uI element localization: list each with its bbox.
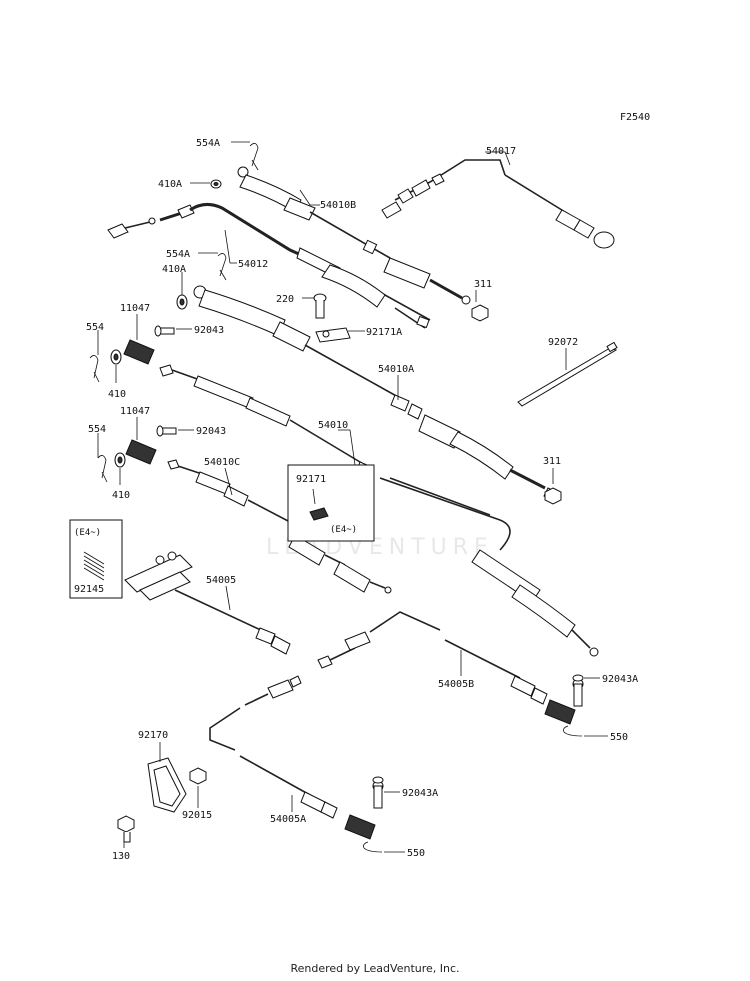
pin-554A-top — [249, 143, 259, 171]
cable-54010C — [167, 459, 392, 594]
cable-54017 — [381, 159, 615, 249]
callout-54010A: 54010A — [378, 364, 414, 375]
callout-550-bottom: 550 — [407, 848, 425, 859]
leader-lines — [97, 141, 608, 853]
cable-54012 — [107, 203, 431, 329]
callout-92170: 92170 — [138, 730, 168, 741]
callout-554-top: 554 — [86, 322, 104, 333]
washer-410A-top — [210, 179, 222, 189]
note-e4-92171: (E4~) — [330, 525, 357, 535]
callout-410-bottom: 410 — [112, 490, 130, 501]
grip-11047-bottom — [125, 439, 157, 465]
callout-220: 220 — [276, 294, 294, 305]
washer-410-bottom — [114, 452, 126, 468]
callout-54010: 54010 — [318, 420, 348, 431]
callout-554-bottom: 554 — [88, 424, 106, 435]
callout-92171A: 92171A — [366, 327, 402, 338]
callout-54005: 54005 — [206, 575, 236, 586]
callout-550-top: 550 — [610, 732, 628, 743]
cable-54010B — [237, 166, 471, 305]
nut-311-bottom — [544, 487, 562, 505]
pin-92043-bottom — [156, 425, 177, 437]
washer-410A-mid — [176, 294, 188, 310]
callout-54005A: 54005A — [270, 814, 306, 825]
callout-92072: 92072 — [548, 337, 578, 348]
footer-credit: Rendered by LeadVenture, Inc. — [290, 962, 460, 975]
callout-92043-top: 92043 — [194, 325, 224, 336]
callout-92145: 92145 — [74, 584, 104, 595]
callout-554A-top: 554A — [196, 138, 220, 149]
callout-410A-mid: 410A — [162, 264, 186, 275]
pin-554-bottom — [97, 455, 108, 483]
callout-311-top: 311 — [474, 279, 492, 290]
callout-92043A-bottom: 92043A — [402, 788, 438, 799]
clip-550-top — [563, 725, 583, 737]
callout-130: 130 — [112, 851, 130, 862]
grip-11047-top — [123, 339, 155, 365]
callout-11047-bottom: 11047 — [120, 406, 150, 417]
bracket-92170 — [147, 757, 187, 813]
cable-54005A — [209, 675, 384, 840]
clamp-92171A — [315, 327, 351, 343]
nut-92015 — [189, 767, 207, 785]
callout-92015: 92015 — [182, 810, 212, 821]
detail-box-92171 — [287, 464, 375, 542]
nut-311-top — [471, 304, 489, 322]
detail-box-92145 — [69, 519, 123, 599]
callout-54010C: 54010C — [204, 457, 240, 468]
pin-554A-mid — [217, 253, 227, 281]
callout-54005B: 54005B — [438, 679, 474, 690]
callout-54012: 54012 — [238, 259, 268, 270]
cable-54010A — [193, 285, 559, 502]
figure-code: F2540 — [620, 112, 650, 123]
tie-92072 — [517, 341, 618, 407]
bolt-130 — [117, 815, 135, 843]
callout-54017: 54017 — [486, 146, 516, 157]
washer-410-top — [110, 349, 122, 365]
note-e4-92145: (E4~) — [74, 528, 101, 538]
callout-554A-mid: 554A — [166, 249, 190, 260]
callout-92043-bottom: 92043 — [196, 426, 226, 437]
bolt-220 — [313, 293, 327, 319]
callout-410-top: 410 — [108, 389, 126, 400]
cable-54005B — [317, 611, 584, 725]
callout-92171: 92171 — [296, 474, 326, 485]
cable-54010 — [159, 364, 599, 657]
pin-92043A-top — [572, 674, 584, 682]
callout-54010B: 54010B — [320, 200, 356, 211]
pin-92043-top — [154, 325, 175, 337]
clip-550-bottom — [363, 841, 383, 853]
callout-410A-top: 410A — [158, 179, 182, 190]
pin-92043A-bottom — [372, 776, 384, 784]
callout-311-bottom: 311 — [543, 456, 561, 467]
pin-554-top — [89, 355, 100, 383]
callout-92043A-top: 92043A — [602, 674, 638, 685]
cable-54005 — [124, 551, 291, 655]
callout-11047-top: 11047 — [120, 303, 150, 314]
